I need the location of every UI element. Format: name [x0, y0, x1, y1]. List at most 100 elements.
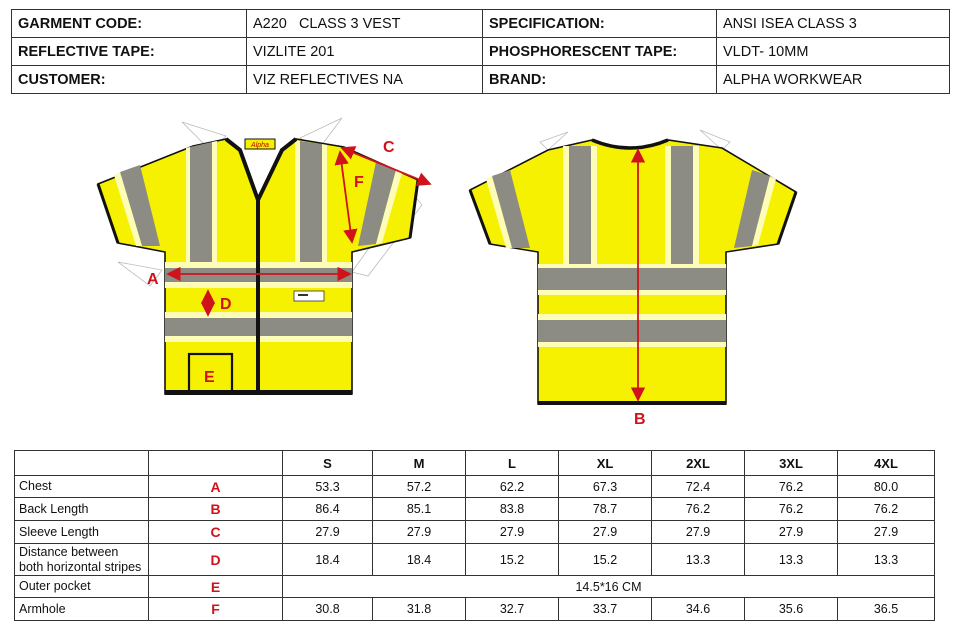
table-cell: 18.4	[372, 543, 466, 576]
bottom-hem	[165, 390, 352, 395]
spec-row: REFLECTIVE TAPE: VIZLITE 201 PHOSPHORESC…	[11, 37, 950, 66]
table-cell: 53.3	[282, 475, 373, 498]
table-cell: 15.2	[558, 543, 652, 576]
garment-code-value: A220 CLASS 3 VEST	[246, 9, 483, 38]
table-cell: 32.7	[465, 597, 559, 621]
reflective-stripe	[671, 146, 693, 264]
table-cell: 13.3	[837, 543, 935, 576]
phosphorescent-tape-value: VLDT- 10MM	[716, 37, 950, 66]
glow-stripe	[486, 176, 512, 248]
sleeve-hem	[408, 179, 420, 239]
measurement-code: E	[148, 575, 283, 598]
table-cell: 27.9	[372, 520, 466, 544]
table-row: Outer pocket E 14.5*16 CM	[14, 575, 935, 598]
table-cell: 27.9	[837, 520, 935, 544]
sketch-outline	[117, 261, 163, 287]
specification-label: SPECIFICATION:	[482, 9, 717, 38]
table-cell: 85.1	[372, 497, 466, 521]
customer-value: VIZ REFLECTIVES NA	[246, 65, 483, 94]
table-cell: 62.2	[465, 475, 559, 498]
glow-stripe	[376, 170, 402, 244]
size-header: 4XL	[837, 450, 935, 476]
back-collar	[591, 138, 669, 150]
table-cell: 57.2	[372, 475, 466, 498]
table-cell: 34.6	[651, 597, 745, 621]
marker-f: F	[354, 174, 364, 191]
glow-stripe	[114, 172, 142, 246]
table-cell: 15.2	[465, 543, 559, 576]
glow-stripe	[212, 141, 217, 262]
glow-stripe	[665, 146, 671, 264]
reflective-tape-label: REFLECTIVE TAPE:	[11, 37, 247, 66]
measurement-name: Outer pocket	[14, 575, 149, 598]
merged-cell: 14.5*16 CM	[282, 575, 935, 598]
size-header: 3XL	[744, 450, 838, 476]
glow-stripe	[752, 176, 776, 246]
size-header: XL	[558, 450, 652, 476]
front-vest: Alpha A D E C F	[96, 117, 432, 395]
measurement-name: Sleeve Length	[14, 520, 149, 544]
reflective-stripe	[569, 146, 591, 264]
glow-stripe	[538, 314, 726, 320]
sleeve-hem	[776, 191, 798, 245]
measurement-name: Back Length	[14, 497, 149, 521]
table-cell: 13.3	[651, 543, 745, 576]
table-row: Chest A 53.3 57.2 62.2 67.3 72.4 76.2 80…	[14, 475, 935, 498]
glow-stripe	[591, 146, 597, 264]
table-cell: 18.4	[282, 543, 373, 576]
table-cell: 67.3	[558, 475, 652, 498]
size-table: S M L XL 2XL 3XL 4XL Chest A 53.3 57.2 6…	[14, 450, 935, 621]
measurement-code: F	[148, 597, 283, 621]
reflective-band	[538, 268, 726, 290]
table-cell: 33.7	[558, 597, 652, 621]
measurement-code: A	[148, 475, 283, 498]
measurement-code: B	[148, 497, 283, 521]
table-row: Back Length B 86.4 85.1 83.8 78.7 76.2 7…	[14, 497, 935, 521]
size-header-row: S M L XL 2XL 3XL 4XL	[14, 450, 935, 476]
table-cell: 76.2	[744, 497, 838, 521]
table-cell: 13.3	[744, 543, 838, 576]
brand-label: BRAND:	[482, 65, 717, 94]
table-cell: 76.2	[744, 475, 838, 498]
reflective-stripe	[300, 141, 322, 262]
table-cell: 72.4	[651, 475, 745, 498]
table-cell: 76.2	[837, 497, 935, 521]
table-row: Armhole F 30.8 31.8 32.7 33.7 34.6 35.6 …	[14, 597, 935, 621]
table-cell: 36.5	[837, 597, 935, 621]
marker-a: A	[147, 271, 159, 288]
marker-b: B	[634, 411, 646, 428]
table-cell: 78.7	[558, 497, 652, 521]
table-cell: 27.9	[651, 520, 745, 544]
reflective-stripe	[734, 170, 770, 248]
table-cell: 76.2	[651, 497, 745, 521]
table-cell: 31.8	[372, 597, 466, 621]
size-header: 2XL	[651, 450, 745, 476]
customer-label: CUSTOMER:	[11, 65, 247, 94]
reflective-stripe	[492, 170, 530, 248]
glow-stripe	[538, 264, 726, 268]
id-badge	[293, 290, 325, 302]
sketch-outline	[699, 129, 731, 151]
measurement-code: D	[148, 543, 283, 576]
phosphorescent-tape-label: PHOSPHORESCENT TAPE:	[482, 37, 717, 66]
garment-code-label: GARMENT CODE:	[11, 9, 247, 38]
table-cell: 27.9	[558, 520, 652, 544]
spec-row: CUSTOMER: VIZ REFLECTIVES NA BRAND: ALPH…	[11, 65, 950, 94]
reflective-tape-value: VIZLITE 201	[246, 37, 483, 66]
id-badge-detail	[298, 294, 308, 296]
spec-row: GARMENT CODE: A220 CLASS 3 VEST SPECIFIC…	[11, 9, 950, 38]
collar-label	[244, 138, 276, 150]
glow-stripe	[693, 146, 699, 264]
specification-value: ANSI ISEA CLASS 3	[716, 9, 950, 38]
measurement-name: Distance between both horizontal stripes	[14, 543, 149, 576]
armhole-arrow	[334, 150, 358, 244]
table-row: Distance between both horizontal stripes…	[14, 543, 935, 576]
reflective-band	[538, 320, 726, 342]
marker-c: C	[383, 139, 395, 156]
table-cell: 35.6	[744, 597, 838, 621]
size-header: M	[372, 450, 466, 476]
header-empty	[148, 450, 283, 476]
marker-e: E	[204, 369, 215, 386]
back-vest: B	[468, 129, 798, 428]
glow-stripe	[186, 147, 190, 262]
